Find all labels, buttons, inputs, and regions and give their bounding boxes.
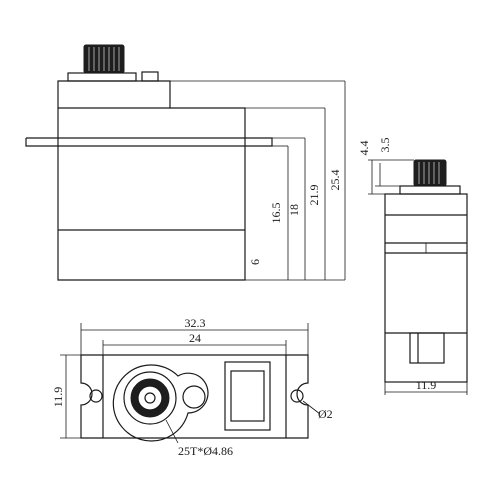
end-view: 4.4 3.5 11.9: [357, 138, 468, 395]
top-window-outer: [224, 361, 271, 431]
gear-base: [67, 72, 137, 82]
top-view: 32.3 24 11.9 Ø2 25T*Ø4.86: [51, 316, 333, 458]
dim-spline-label: 25T*Ø4.86: [178, 444, 233, 458]
dim-18-label: 18: [287, 204, 301, 216]
output-shaft-ring: [123, 371, 177, 425]
dim-3-5-label: 3.5: [378, 138, 392, 153]
mounting-flange: [25, 137, 273, 147]
top-dimension-lines: [60, 323, 321, 444]
dim-4-4-label: 4.4: [357, 141, 371, 156]
gear-boss: [141, 71, 159, 82]
dim-mount-hole-label: Ø2: [318, 407, 333, 421]
mount-hole-left: [89, 389, 103, 403]
dim-overall-width-label: 32.3: [185, 316, 206, 330]
end-gear-base: [399, 185, 461, 195]
mount-hole-right: [290, 389, 304, 403]
side-extension-lines: [170, 80, 345, 281]
dim-body-width-label: 24: [189, 331, 201, 345]
dim-21-9-label: 21.9: [307, 185, 321, 206]
side-view: 6 16.5 18 21.9 25.4: [25, 44, 346, 281]
top-flange-outline: [80, 354, 309, 439]
cable-exit: [409, 332, 445, 364]
side-dimension-lines: [244, 81, 346, 280]
dim-6-label: 6: [248, 259, 262, 265]
output-spline-inner: [137, 385, 163, 411]
idler-gear-circle: [182, 385, 206, 409]
top-window-inner: [230, 370, 265, 422]
end-body-outline: [384, 193, 468, 383]
servo-body-outline: [57, 80, 246, 281]
gear-housing-outline: [112, 364, 209, 442]
end-width-dimension-line: [384, 382, 468, 395]
dim-25-4-label: 25.4: [328, 170, 342, 191]
output-screw-hole: [144, 392, 156, 404]
dim-16-5-label: 16.5: [269, 203, 283, 224]
dim-end-width-label: 11.9: [416, 378, 437, 392]
end-top-dimension-lines: [368, 159, 414, 195]
dim-top-depth-label: 11.9: [51, 387, 65, 408]
